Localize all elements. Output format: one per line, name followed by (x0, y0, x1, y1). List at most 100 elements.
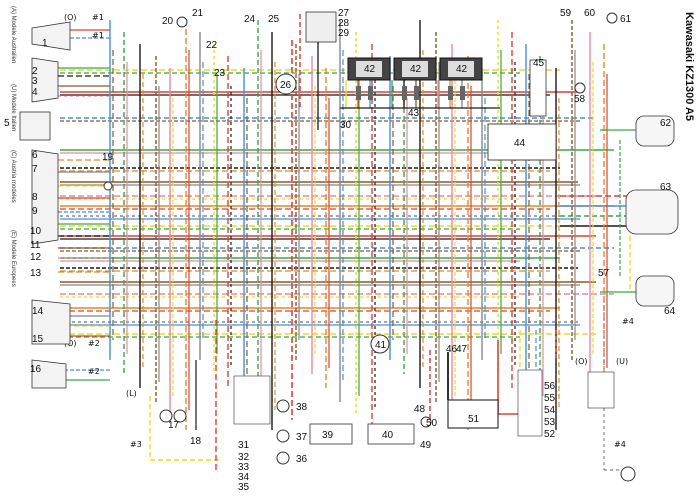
callout-label-51: 51 (468, 414, 480, 425)
callout-label-10: 10 (30, 226, 42, 237)
symbol-h2-a: #2 (88, 339, 100, 348)
callout-label-32: 32 (238, 452, 250, 463)
symbol-h2-b: #2 (88, 367, 100, 376)
callout-label-3: 3 (32, 76, 38, 87)
callout-label-42c: 42 (456, 64, 468, 75)
callout-label-55: 55 (544, 393, 556, 404)
callout-label-12: 12 (30, 252, 42, 263)
callout-label-43: 43 (408, 108, 420, 119)
symbol-o-right: (O) (575, 357, 588, 366)
callout-label-42b: 42 (410, 64, 422, 75)
headlight-62 (635, 115, 675, 147)
callout-label-4: 4 (32, 87, 38, 98)
callout-label-38: 38 (296, 402, 308, 413)
callout-label-42a: 42 (364, 64, 376, 75)
callout-label-62: 62 (660, 118, 672, 129)
callout-label-54: 54 (544, 405, 556, 416)
battery-51 (447, 399, 499, 429)
component-50-circle (420, 416, 432, 428)
callout-label-19: 19 (102, 152, 114, 163)
callout-label-52: 52 (544, 429, 556, 440)
component-44-box (487, 123, 557, 161)
component-5-box (19, 111, 51, 141)
lower-right-unit (587, 371, 615, 409)
switch-bank-52-56 (517, 369, 543, 437)
callout-label-45: 45 (533, 58, 545, 69)
component-58-circle (574, 82, 586, 94)
callout-label-31: 31 (238, 440, 250, 451)
component-37-circle (276, 429, 290, 443)
callout-label-35: 35 (238, 482, 250, 493)
spark-plugs (356, 86, 465, 100)
callout-label-5: 5 (4, 118, 10, 129)
callout-label-17: 17 (168, 420, 180, 431)
symbol-h3: #3 (130, 440, 142, 449)
callout-label-40: 40 (382, 430, 394, 441)
callout-label-49: 49 (420, 440, 432, 451)
ground-lower-right (620, 466, 636, 482)
callout-label-58: 58 (574, 94, 586, 105)
component-39-box (309, 423, 353, 445)
ignition-coils (347, 57, 483, 81)
callout-label-21: 21 (192, 8, 204, 19)
callout-label-20: 20 (162, 16, 174, 27)
component-19-circle (103, 181, 113, 191)
callout-label-25: 25 (268, 14, 280, 25)
diagram-title: Kawasaki KZ1300 A5 (683, 12, 695, 121)
callout-label-28: 28 (338, 18, 350, 29)
callout-label-27: 27 (338, 8, 350, 19)
callout-label-37: 37 (296, 432, 308, 443)
component-26-circle (275, 73, 297, 95)
component-45-box (529, 59, 547, 117)
callout-label-60: 60 (584, 8, 596, 19)
component-38-circle (276, 399, 290, 413)
callout-label-14: 14 (32, 306, 44, 317)
callout-label-8: 8 (32, 192, 38, 203)
callout-label-41: 41 (375, 340, 387, 351)
horn-17b (173, 409, 187, 423)
callout-label-63: 63 (660, 182, 672, 193)
callout-label-53: 53 (544, 417, 556, 428)
symbol-h4-a: #4 (622, 317, 634, 326)
callout-label-6: 6 (32, 150, 38, 161)
side-note-u: (U) Modele Italien (10, 84, 16, 131)
callout-label-48: 48 (414, 404, 426, 415)
callout-label-11: 11 (30, 240, 41, 251)
callout-label-61: 61 (620, 14, 632, 25)
callout-label-13: 13 (30, 268, 42, 279)
relay-27-box (305, 11, 337, 43)
side-note-a: (A) Modele Australien (10, 6, 16, 63)
symbol-o-top: (O) (64, 13, 77, 22)
symbol-h1-b: #1 (92, 31, 104, 40)
callout-label-39: 39 (322, 430, 334, 441)
callout-label-47: 47 (456, 344, 468, 355)
headlight-64 (635, 275, 675, 307)
symbol-u-right: (U) (616, 357, 628, 366)
connector-31-35 (233, 375, 271, 425)
callout-label-57: 57 (598, 268, 610, 279)
horn-17a (159, 409, 173, 423)
callout-label-22: 22 (206, 40, 218, 51)
callout-label-26: 26 (280, 80, 292, 91)
callout-label-33: 33 (238, 462, 250, 473)
callout-label-1: 1 (42, 38, 48, 49)
callout-label-9: 9 (32, 206, 38, 217)
callout-label-7: 7 (32, 164, 38, 175)
callout-label-16: 16 (30, 364, 42, 375)
callout-label-34: 34 (238, 472, 250, 483)
callout-label-2: 2 (32, 66, 38, 77)
component-61-circle (606, 12, 618, 24)
component-36-circle (276, 451, 290, 465)
callout-label-46: 46 (446, 344, 458, 355)
side-note-c: (C) Austria modeles (10, 150, 16, 203)
callout-label-56: 56 (544, 381, 556, 392)
callout-label-59: 59 (560, 8, 572, 19)
component-40-box (367, 423, 415, 445)
side-note-e: (E) Modele Europees (10, 230, 16, 287)
headlight-63 (625, 189, 679, 235)
component-41-circle (370, 334, 390, 354)
